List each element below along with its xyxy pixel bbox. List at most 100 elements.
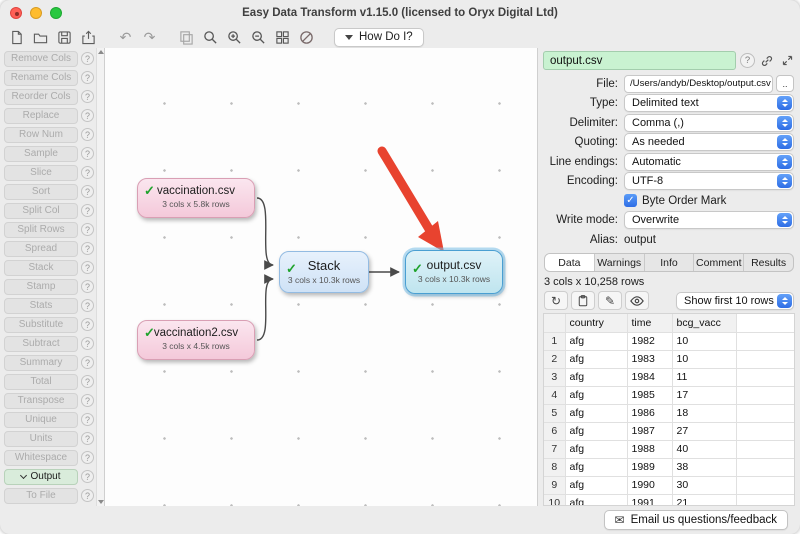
scroll-up-icon[interactable] bbox=[97, 50, 104, 54]
open-folder-icon[interactable] bbox=[32, 29, 49, 46]
eye-icon[interactable] bbox=[625, 291, 649, 310]
help-button[interactable] bbox=[81, 337, 94, 350]
node-vaccination2-csv[interactable]: vaccination2.csv 3 cols x 4.5k rows bbox=[137, 320, 255, 360]
sidebar-item-reorder-cols[interactable]: Reorder Cols bbox=[4, 88, 78, 105]
help-button[interactable] bbox=[740, 53, 755, 68]
help-button[interactable] bbox=[81, 489, 94, 502]
sidebar-item-total[interactable]: Total bbox=[4, 373, 78, 390]
help-button[interactable] bbox=[81, 261, 94, 274]
sidebar-item-split-col[interactable]: Split Col bbox=[4, 202, 78, 219]
help-button[interactable] bbox=[81, 242, 94, 255]
sidebar-item-to-file[interactable]: To File bbox=[4, 487, 78, 504]
edit-icon[interactable] bbox=[598, 291, 622, 310]
sidebar-item-unique[interactable]: Unique bbox=[4, 411, 78, 428]
help-button[interactable] bbox=[81, 299, 94, 312]
sidebar-item-row-num[interactable]: Row Num bbox=[4, 126, 78, 143]
scroll-down-icon[interactable] bbox=[97, 500, 104, 504]
sidebar-item-stats[interactable]: Stats bbox=[4, 297, 78, 314]
new-document-icon[interactable] bbox=[8, 29, 25, 46]
sidebar-scrollbar[interactable] bbox=[96, 48, 104, 506]
copy-icon[interactable] bbox=[178, 29, 195, 46]
help-button[interactable] bbox=[81, 90, 94, 103]
column-header[interactable]: bcg_vacc bbox=[672, 314, 737, 333]
export-icon[interactable] bbox=[80, 29, 97, 46]
node-vaccination-csv[interactable]: vaccination.csv 3 cols x 5.8k rows bbox=[137, 178, 255, 218]
zoom-out-icon[interactable] bbox=[250, 29, 267, 46]
zoom-icon[interactable] bbox=[202, 29, 219, 46]
sidebar-item-transpose[interactable]: Transpose bbox=[4, 392, 78, 409]
tab-results[interactable]: Results bbox=[751, 256, 787, 269]
sidebar-item-remove-cols[interactable]: Remove Cols bbox=[4, 50, 78, 67]
help-button[interactable] bbox=[81, 109, 94, 122]
help-button[interactable] bbox=[81, 451, 94, 464]
node-output-csv[interactable]: output.csv 3 cols x 10.3k rows bbox=[405, 250, 503, 294]
email-feedback-button[interactable]: Email us questions/feedback bbox=[603, 510, 788, 530]
help-button[interactable] bbox=[81, 147, 94, 160]
alias-value[interactable]: output bbox=[624, 233, 656, 246]
help-button[interactable] bbox=[81, 204, 94, 217]
sidebar-item-sample[interactable]: Sample bbox=[4, 145, 78, 162]
clipboard-icon[interactable] bbox=[571, 291, 595, 310]
sidebar-item-units[interactable]: Units bbox=[4, 430, 78, 447]
help-button[interactable] bbox=[81, 128, 94, 141]
expand-icon[interactable] bbox=[779, 53, 795, 69]
sidebar-item-rename-cols[interactable]: Rename Cols bbox=[4, 69, 78, 86]
select-delimiter[interactable]: Comma (,) bbox=[624, 113, 794, 132]
sidebar-item-whitespace[interactable]: Whitespace bbox=[4, 449, 78, 466]
sidebar-item-stamp[interactable]: Stamp bbox=[4, 278, 78, 295]
sidebar-item-slice[interactable]: Slice bbox=[4, 164, 78, 181]
save-icon[interactable] bbox=[56, 29, 73, 46]
how-do-i-button[interactable]: How Do I? bbox=[334, 27, 424, 47]
sidebar-item-sort[interactable]: Sort bbox=[4, 183, 78, 200]
cancel-icon[interactable] bbox=[298, 29, 315, 46]
node-name-field[interactable]: output.csv bbox=[543, 51, 736, 70]
grid-icon[interactable] bbox=[274, 29, 291, 46]
browse-button[interactable]: .. bbox=[776, 75, 794, 92]
select-quoting[interactable]: As needed bbox=[624, 133, 794, 151]
select-type[interactable]: Delimited text bbox=[624, 94, 794, 112]
sidebar-item-summary[interactable]: Summary bbox=[4, 354, 78, 371]
tab-data[interactable]: Data bbox=[545, 254, 595, 271]
help-button[interactable] bbox=[81, 52, 94, 65]
tab-info[interactable]: Info bbox=[645, 254, 695, 271]
column-header[interactable]: time bbox=[627, 314, 673, 333]
byte-order-mark-checkbox[interactable] bbox=[624, 194, 637, 207]
help-button[interactable] bbox=[81, 280, 94, 293]
help-button[interactable] bbox=[81, 223, 94, 236]
flow-canvas[interactable]: vaccination.csv 3 cols x 5.8k rows vacci… bbox=[104, 48, 538, 506]
sidebar-item-stack[interactable]: Stack bbox=[4, 259, 78, 276]
help-button[interactable] bbox=[81, 375, 94, 388]
help-button[interactable] bbox=[81, 432, 94, 445]
file-path-field[interactable]: /Users/andyb/Desktop/output.csv bbox=[624, 74, 773, 93]
help-button[interactable] bbox=[81, 413, 94, 426]
zoom-in-icon[interactable] bbox=[226, 29, 243, 46]
help-button[interactable] bbox=[81, 356, 94, 369]
show-rows-select[interactable]: Show first 10 rows bbox=[676, 291, 794, 310]
column-header[interactable]: country bbox=[565, 314, 628, 333]
sidebar-item-spread[interactable]: Spread bbox=[4, 240, 78, 257]
help-button[interactable] bbox=[81, 185, 94, 198]
select-encoding[interactable]: UTF-8 bbox=[624, 172, 794, 190]
tab-comment[interactable]: Comment bbox=[694, 254, 745, 271]
link-icon[interactable] bbox=[759, 53, 775, 69]
sidebar-item-split-rows[interactable]: Split Rows bbox=[4, 221, 78, 238]
undo-icon[interactable] bbox=[117, 29, 134, 46]
select-write-mode[interactable]: Overwrite bbox=[624, 211, 794, 229]
redo-icon[interactable] bbox=[141, 29, 158, 46]
minimize-button[interactable] bbox=[30, 7, 42, 19]
sidebar-item-output[interactable]: Output bbox=[4, 468, 78, 485]
close-button[interactable] bbox=[10, 7, 22, 19]
help-button[interactable] bbox=[81, 166, 94, 179]
refresh-icon[interactable] bbox=[544, 291, 568, 310]
help-button[interactable] bbox=[81, 318, 94, 331]
sidebar-item-substitute[interactable]: Substitute bbox=[4, 316, 78, 333]
help-button[interactable] bbox=[81, 71, 94, 84]
tab-warnings[interactable]: Warnings bbox=[595, 254, 645, 271]
help-button[interactable] bbox=[81, 470, 94, 483]
help-button[interactable] bbox=[81, 394, 94, 407]
sidebar-item-replace[interactable]: Replace bbox=[4, 107, 78, 124]
node-stack[interactable]: Stack 3 cols x 10.3k rows bbox=[279, 251, 369, 293]
zoom-button[interactable] bbox=[50, 7, 62, 19]
sidebar-item-subtract[interactable]: Subtract bbox=[4, 335, 78, 352]
select-line-endings[interactable]: Automatic bbox=[624, 152, 794, 171]
